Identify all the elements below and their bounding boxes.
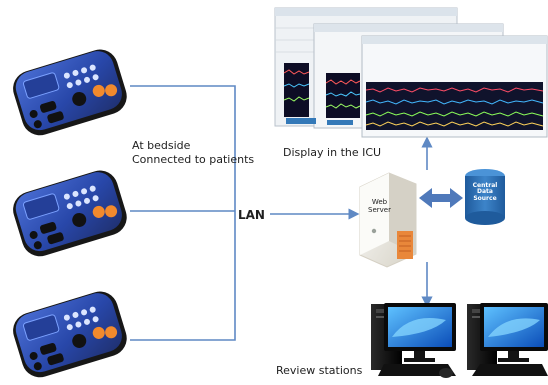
review-stations-label: Review stations bbox=[276, 364, 363, 377]
bedside-label: At bedside Connected to patients bbox=[132, 139, 255, 166]
web-server-label: Web Server bbox=[368, 198, 391, 214]
desktop-computer-icon bbox=[467, 303, 548, 376]
desktop-computer-icon bbox=[371, 303, 456, 378]
device-bus-line bbox=[130, 85, 236, 341]
bedside-monitor-3 bbox=[13, 291, 127, 378]
server-database-arrow bbox=[419, 188, 463, 208]
icu-left-strip bbox=[283, 63, 353, 125]
bedside-monitor-1 bbox=[13, 49, 127, 136]
connection-network bbox=[130, 85, 433, 341]
review-station-2 bbox=[467, 303, 548, 376]
icu-display-label: Display in the ICU bbox=[283, 146, 382, 159]
lan-label: LAN bbox=[238, 208, 265, 222]
web-server-icon bbox=[359, 172, 417, 268]
monitor-device-icon bbox=[13, 291, 127, 378]
monitor-device-icon bbox=[13, 170, 127, 257]
review-station-1 bbox=[371, 303, 456, 378]
monitor-device-icon bbox=[13, 49, 127, 136]
icu-display-screens-icon bbox=[274, 7, 548, 138]
bedside-monitor-2 bbox=[13, 170, 127, 257]
database-label: Central Data Source bbox=[472, 182, 498, 202]
database-icon bbox=[465, 169, 505, 225]
icu-screen-front bbox=[361, 35, 548, 138]
